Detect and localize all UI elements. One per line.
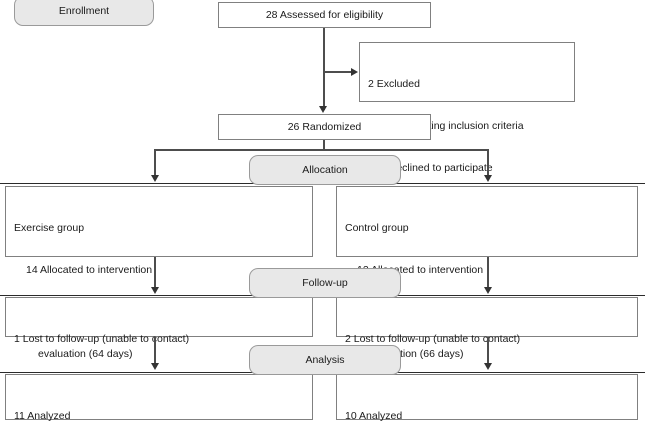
arrow-randomized-to-right-group	[483, 175, 492, 182]
arrow-left-allocation-to-followup	[150, 287, 159, 294]
node-excluded-title: 2 Excluded	[368, 78, 420, 90]
connector-assessed-to-randomized	[323, 28, 325, 110]
connector-randomized-to-left-group	[154, 149, 156, 179]
allocation-left-line-3: evaluation (64 days)	[38, 348, 133, 360]
connector-left-followup-to-analysis	[154, 337, 156, 366]
node-randomized: 26 Randomized	[218, 114, 431, 140]
band-label-allocation: Allocation	[249, 155, 401, 185]
allocation-right-title: Control group	[345, 222, 409, 234]
connector-right-allocation-to-followup	[487, 257, 489, 290]
band-label-allocation-text: Allocation	[302, 164, 348, 176]
analysis-left-line-1: 11 Analyzed	[14, 410, 71, 422]
connector-randomized-split	[155, 149, 489, 151]
node-allocation-control-group: Control group 12 Allocated to interventi…	[336, 186, 638, 360]
allocation-left-line-1: 14 Allocated to intervention	[26, 264, 153, 276]
node-allocation-exercise-group: Exercise group 14 Allocated to intervent…	[5, 186, 313, 360]
connector-assessed-to-excluded	[323, 71, 355, 73]
arrow-right-followup-to-analysis	[483, 363, 492, 370]
node-followup-control-group: 2 Lost to follow-up (unable to contact) …	[336, 297, 638, 387]
node-analysis-control-group: 10 Analyzed 0 Excluded from analysis	[336, 374, 638, 422]
band-label-enrollment-text: Enrollment	[58, 5, 110, 17]
connector-left-allocation-to-followup	[154, 257, 156, 290]
band-label-analysis: Analysis	[249, 345, 401, 375]
connector-right-followup-to-analysis	[487, 337, 489, 366]
allocation-left-title: Exercise group	[14, 222, 85, 234]
followup-left-line-1: 1 Lost to follow-up (unable to contact)	[14, 333, 190, 345]
arrow-assessed-to-randomized	[319, 106, 327, 113]
band-label-analysis-text: Analysis	[305, 354, 345, 366]
node-randomized-label: 26 Randomized	[287, 121, 362, 133]
band-label-followup: Follow-up	[249, 268, 401, 298]
node-analysis-exercise-group: 11 Analyzed 0 Excluded from analysis	[5, 374, 313, 422]
connector-randomized-stem	[323, 140, 325, 150]
analysis-right-line-1: 10 Analyzed	[345, 410, 403, 422]
node-excluded: 2 Excluded 1 Not meeting inclusion crite…	[359, 42, 575, 174]
connector-randomized-to-right-group	[487, 149, 489, 179]
followup-right-line-1: 2 Lost to follow-up (unable to contact)	[345, 333, 521, 345]
node-followup-exercise-group: 1 Lost to follow-up (unable to contact) …	[5, 297, 313, 387]
arrow-right-allocation-to-followup	[483, 287, 492, 294]
band-label-followup-text: Follow-up	[302, 277, 348, 289]
node-assessed-label: 28 Assessed for eligibility	[265, 9, 384, 21]
node-assessed-for-eligibility: 28 Assessed for eligibility	[218, 2, 431, 28]
arrow-assessed-to-excluded	[351, 67, 358, 76]
arrow-randomized-to-left-group	[150, 175, 159, 182]
arrow-left-followup-to-analysis	[150, 363, 159, 370]
band-label-enrollment: Enrollment	[14, 0, 154, 26]
